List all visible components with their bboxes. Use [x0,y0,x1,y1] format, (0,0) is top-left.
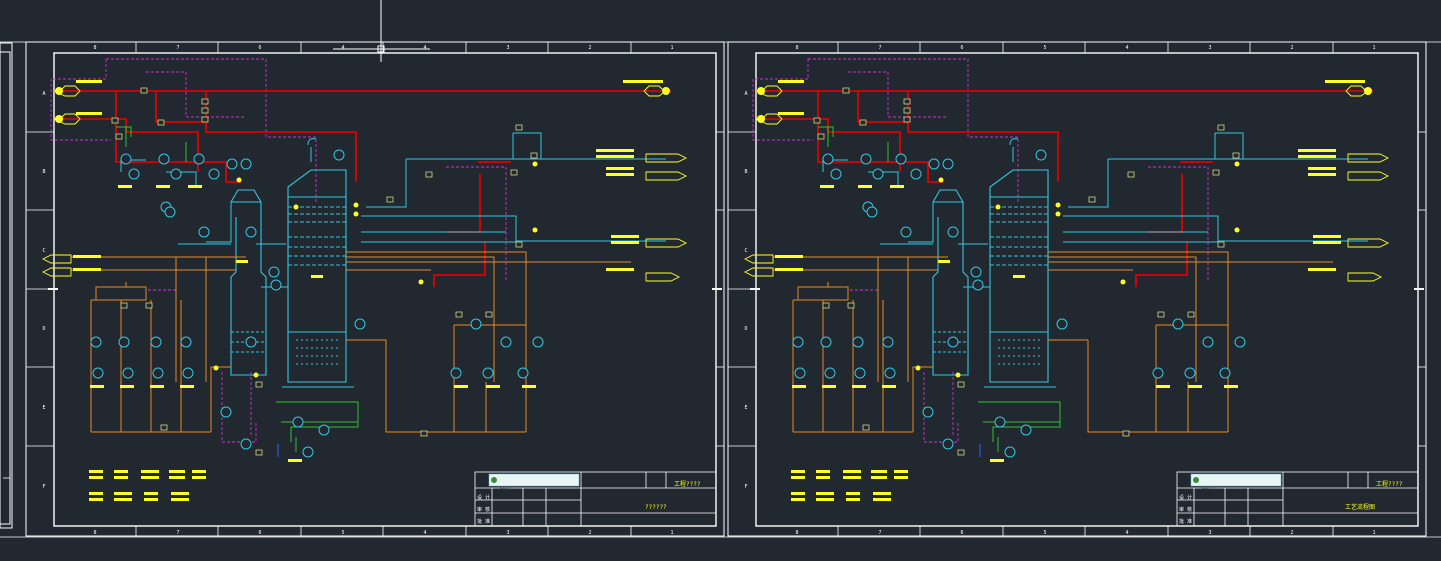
ruler-digit: 3 [1208,45,1211,51]
ruler-digit: 7 [176,530,179,536]
ruler-digit: 2 [588,45,591,51]
title-row-label: 审 核 [1179,506,1192,513]
ruler-digit: 6 [258,45,261,51]
ruler-letter: F [744,484,747,490]
drawing-title: 工艺流程图 [1345,503,1375,511]
ruler-digit: 7 [176,45,179,51]
drawing-sheet-2 [727,41,1427,537]
ruler-digit: 3 [506,45,509,51]
ruler-digit: 7 [878,45,881,51]
ruler-digit: 2 [1290,530,1293,536]
ruler-letter: B [42,169,45,175]
sheet-2-ruler: 8 7 6 5 4 3 2 1 8 7 6 5 4 3 2 1 A B C D … [744,45,1375,536]
ruler-digit: 8 [93,45,96,51]
ruler-digit: 1 [670,530,673,536]
ruler-digit: 8 [795,45,798,51]
project-label: 工程 [1376,480,1388,488]
ruler-digit: 4 [1125,530,1128,536]
ruler-digit: 5 [1043,530,1046,536]
ruler-digit: 3 [506,530,509,536]
ruler-letter: F [42,484,45,490]
ruler-digit: 6 [960,530,963,536]
ruler-letter: E [42,405,45,411]
ruler-digit: 5 [341,530,344,536]
ruler-digit: 1 [670,45,673,51]
ruler-letter: C [744,248,747,254]
ruler-digit: 4 [341,45,344,51]
ruler-letter: A [42,91,45,97]
ruler-digit: 6 [960,45,963,51]
crosshair-cursor-icon[interactable] [333,0,430,62]
ruler-letter: D [744,326,747,332]
ruler-letter: B [744,169,747,175]
ruler-digit: 4 [423,530,426,536]
title-row-label: 设 计 [477,494,490,501]
ruler-letter: D [42,326,45,332]
title-row-label: 批 准 [1179,518,1192,525]
drawing-sheet-1 [25,41,725,537]
drawing-title: ?????? [645,504,667,511]
ruler-letter: E [744,405,747,411]
title-row-label: 审 核 [477,506,490,513]
ruler-letter: A [744,91,747,97]
ruler-digit: 2 [1290,45,1293,51]
ruler-digit: 6 [258,530,261,536]
project-value: ???? [686,481,701,488]
project-label: 工程 [674,480,686,488]
title-block-1: SGCL 工程 ???? ?????? 设 计 审 核 批 准 [477,480,701,525]
title-row-label: 批 准 [477,518,490,525]
ruler-digit: 5 [1043,45,1046,51]
ruler-digit: 7 [878,530,881,536]
project-value: ???? [1388,481,1403,488]
company-logo-text: SGCL [500,486,511,492]
ruler-digit: 3 [1208,530,1211,536]
ruler-digit: 1 [1372,530,1375,536]
left-sheet-fragment [0,42,13,529]
company-logo-text: SGCL [1202,486,1213,492]
ruler-digit: 4 [1125,45,1128,51]
ruler-digit: 4 [423,45,426,51]
title-row-label: 设 计 [1179,494,1192,501]
ruler-digit: 1 [1372,45,1375,51]
ruler-digit: 2 [588,530,591,536]
ruler-letter: C [42,248,45,254]
ruler-digit: 8 [93,530,96,536]
ruler-digit: 8 [795,530,798,536]
sheet-1-ruler: 8 7 6 4 4 3 2 1 8 7 6 5 4 3 2 1 A B C D … [42,45,673,536]
title-block-2: SGCL 工程 ???? 工艺流程图 设 计 审 核 批 准 [1179,480,1403,525]
